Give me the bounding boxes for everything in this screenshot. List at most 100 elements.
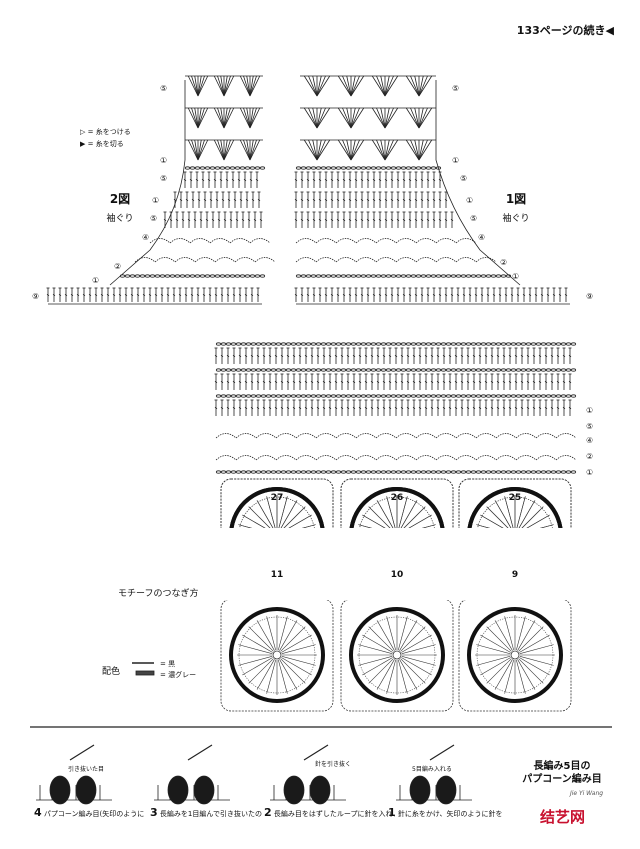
motif-stroke bbox=[401, 634, 432, 653]
yoke-right-shell bbox=[418, 107, 428, 129]
body-chain bbox=[465, 368, 472, 372]
body-chain bbox=[525, 342, 532, 346]
yoke-right-dc bbox=[324, 198, 328, 202]
yoke-right-dc bbox=[534, 293, 538, 297]
yoke-right-dc bbox=[330, 218, 334, 222]
body-chain bbox=[510, 342, 517, 346]
motif-stroke bbox=[358, 656, 393, 666]
body-chain bbox=[375, 394, 382, 398]
body-chain bbox=[380, 342, 387, 346]
yoke-right-dc bbox=[444, 218, 448, 222]
yoke-left-shell bbox=[239, 139, 251, 161]
body-chain bbox=[285, 470, 292, 474]
body-dc bbox=[544, 406, 548, 410]
yoke-left-dc bbox=[223, 218, 227, 222]
body-chain bbox=[295, 342, 302, 346]
step-3-illustration bbox=[187, 744, 213, 761]
color-item-dark-gray: = 濃グレー bbox=[160, 671, 197, 679]
body-chain bbox=[500, 470, 507, 474]
step-text: 針に糸をかけ、矢印のように針を bbox=[397, 810, 503, 818]
motif-stroke bbox=[242, 514, 266, 528]
body-dc bbox=[250, 406, 254, 410]
row-marker: ② bbox=[500, 258, 508, 267]
body-chain bbox=[275, 394, 282, 398]
body-chain bbox=[305, 368, 312, 372]
body-dc bbox=[262, 406, 266, 410]
yoke-right-shell bbox=[342, 75, 352, 97]
body-dc bbox=[322, 406, 326, 410]
yoke-right-dc bbox=[420, 198, 424, 202]
yoke-right-chain bbox=[385, 166, 392, 170]
yoke-right-dc bbox=[300, 178, 304, 182]
body-dc bbox=[418, 354, 422, 358]
body-chain bbox=[355, 368, 362, 372]
body-dc bbox=[490, 380, 494, 384]
motif-stroke bbox=[519, 644, 554, 654]
yoke-right-dc bbox=[360, 198, 364, 202]
popcorn-stitch-title: 長編み5目の パプコーン編み目 bbox=[516, 760, 608, 786]
yoke-right-dc bbox=[408, 293, 412, 297]
body-chain bbox=[485, 368, 492, 372]
yoke-left-dc bbox=[231, 178, 235, 182]
yoke-left-shell bbox=[249, 139, 261, 161]
yoke-left-dc bbox=[205, 218, 209, 222]
body-chain bbox=[545, 342, 552, 346]
body-chain bbox=[305, 342, 312, 346]
body-chain bbox=[535, 470, 542, 474]
motif-stroke bbox=[249, 539, 274, 564]
yoke-left-shell bbox=[223, 75, 228, 97]
body-chain bbox=[325, 470, 332, 474]
motif-stroke bbox=[399, 659, 418, 690]
body-dc bbox=[286, 406, 290, 410]
yoke-right-arch bbox=[455, 257, 477, 263]
yoke-right-shell bbox=[384, 107, 390, 129]
yoke-right-dc bbox=[420, 293, 424, 297]
yoke-right-chain bbox=[475, 274, 482, 278]
body-dc bbox=[280, 406, 284, 410]
row-marker: ② bbox=[114, 262, 122, 271]
yoke-right-chain bbox=[300, 274, 307, 278]
step-number: 2 bbox=[264, 806, 272, 819]
yoke-right-arch bbox=[355, 257, 377, 263]
yoke-right-shell bbox=[308, 107, 318, 129]
motif-stroke bbox=[393, 531, 401, 539]
body-chain bbox=[335, 368, 342, 372]
yoke-right-dc bbox=[348, 198, 352, 202]
body-chain bbox=[490, 368, 497, 372]
yoke-right-chain bbox=[325, 274, 332, 278]
body-chain bbox=[525, 368, 532, 372]
motif-stroke bbox=[516, 496, 526, 528]
body-chain bbox=[365, 368, 372, 372]
yoke-right-chain bbox=[365, 274, 372, 278]
motif-stroke bbox=[399, 620, 418, 651]
yoke-right-dc bbox=[408, 218, 412, 222]
body-dc bbox=[544, 380, 548, 384]
yoke-right-dc bbox=[408, 178, 412, 182]
yoke-left-dc bbox=[187, 218, 191, 222]
body-chain bbox=[260, 342, 267, 346]
body-chain bbox=[485, 394, 492, 398]
yoke-right-dc bbox=[402, 218, 406, 222]
yoke-right-dc bbox=[342, 198, 346, 202]
yoke-right-shell bbox=[316, 107, 322, 129]
body-chain bbox=[265, 368, 272, 372]
row-marker: ⑤ bbox=[470, 214, 478, 223]
body-arch bbox=[335, 455, 357, 461]
body-dc bbox=[364, 354, 368, 358]
yoke-right-dc bbox=[378, 293, 382, 297]
yoke-left-dc bbox=[196, 293, 200, 297]
yoke-left-dc bbox=[229, 218, 233, 222]
body-arch bbox=[215, 455, 237, 461]
body-chain bbox=[370, 368, 377, 372]
step-1-illustration bbox=[435, 775, 457, 805]
body-chain bbox=[425, 368, 432, 372]
body-dc bbox=[340, 354, 344, 358]
body-chain bbox=[345, 368, 352, 372]
body-chain bbox=[330, 368, 337, 372]
body-chain bbox=[410, 368, 417, 372]
yoke-right-shell bbox=[316, 107, 331, 129]
yoke-right-chain bbox=[380, 166, 387, 170]
row-marker: ④ bbox=[478, 233, 486, 242]
row-marker: ⑤ bbox=[460, 174, 468, 183]
body-arch bbox=[235, 455, 257, 461]
